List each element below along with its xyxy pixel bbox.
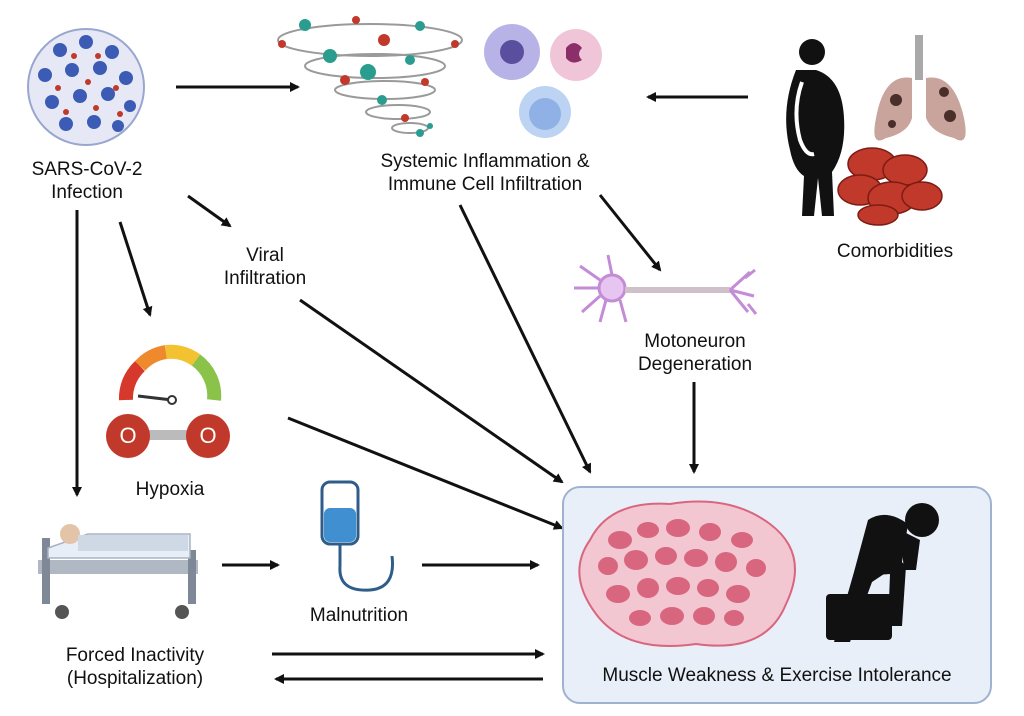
outcome-label: Muscle Weakness & Exercise Intolerance xyxy=(602,665,952,686)
forced-inactivity-label: Forced Inactivity (Hospitalization) xyxy=(65,645,205,689)
arrow-inflammation-to-motoneuron xyxy=(598,194,662,272)
motoneuron-icon xyxy=(574,254,758,323)
malnutrition-label: Malnutrition xyxy=(309,605,409,626)
oxygen-atom-label-left: O xyxy=(119,423,137,448)
obese-person-icon xyxy=(786,39,845,216)
fatigued-person-icon xyxy=(826,503,939,642)
arrow-sars-viral-upper xyxy=(187,194,232,228)
cytokine-storm-icon xyxy=(277,16,463,137)
hospital-bed-icon xyxy=(38,524,198,619)
hypoxia-label: Hypoxia xyxy=(135,479,205,500)
diseased-lungs-icon xyxy=(874,35,966,141)
iv-bag-icon xyxy=(320,480,395,592)
arrow-hypoxia-to-outcome xyxy=(287,416,564,530)
comorbidities-label: Comorbidities xyxy=(836,241,954,262)
arrow-inflammation-to-outcome xyxy=(458,204,592,474)
viral-infiltration-label: Viral Infiltration xyxy=(223,245,307,289)
oxygen-atom-label-right: O xyxy=(199,423,217,448)
oxygen-gauge-icon xyxy=(119,344,222,405)
sars-cov2-label: SARS-CoV-2 Infection xyxy=(31,159,143,203)
immune-cells-icon xyxy=(484,24,602,138)
arrow-viral-to-outcome xyxy=(299,298,564,484)
blood-cells-icon xyxy=(837,147,943,226)
coronavirus-particle-icon xyxy=(27,28,145,146)
arrow-sars-to-hypoxia xyxy=(118,221,153,317)
inflammation-label: Systemic Inflammation & Immune Cell Infi… xyxy=(380,151,590,195)
o2-molecule-icon xyxy=(106,414,230,458)
muscle-tissue-icon xyxy=(578,500,796,647)
motoneuron-degeneration-label: Motoneuron Degeneration xyxy=(637,331,753,375)
